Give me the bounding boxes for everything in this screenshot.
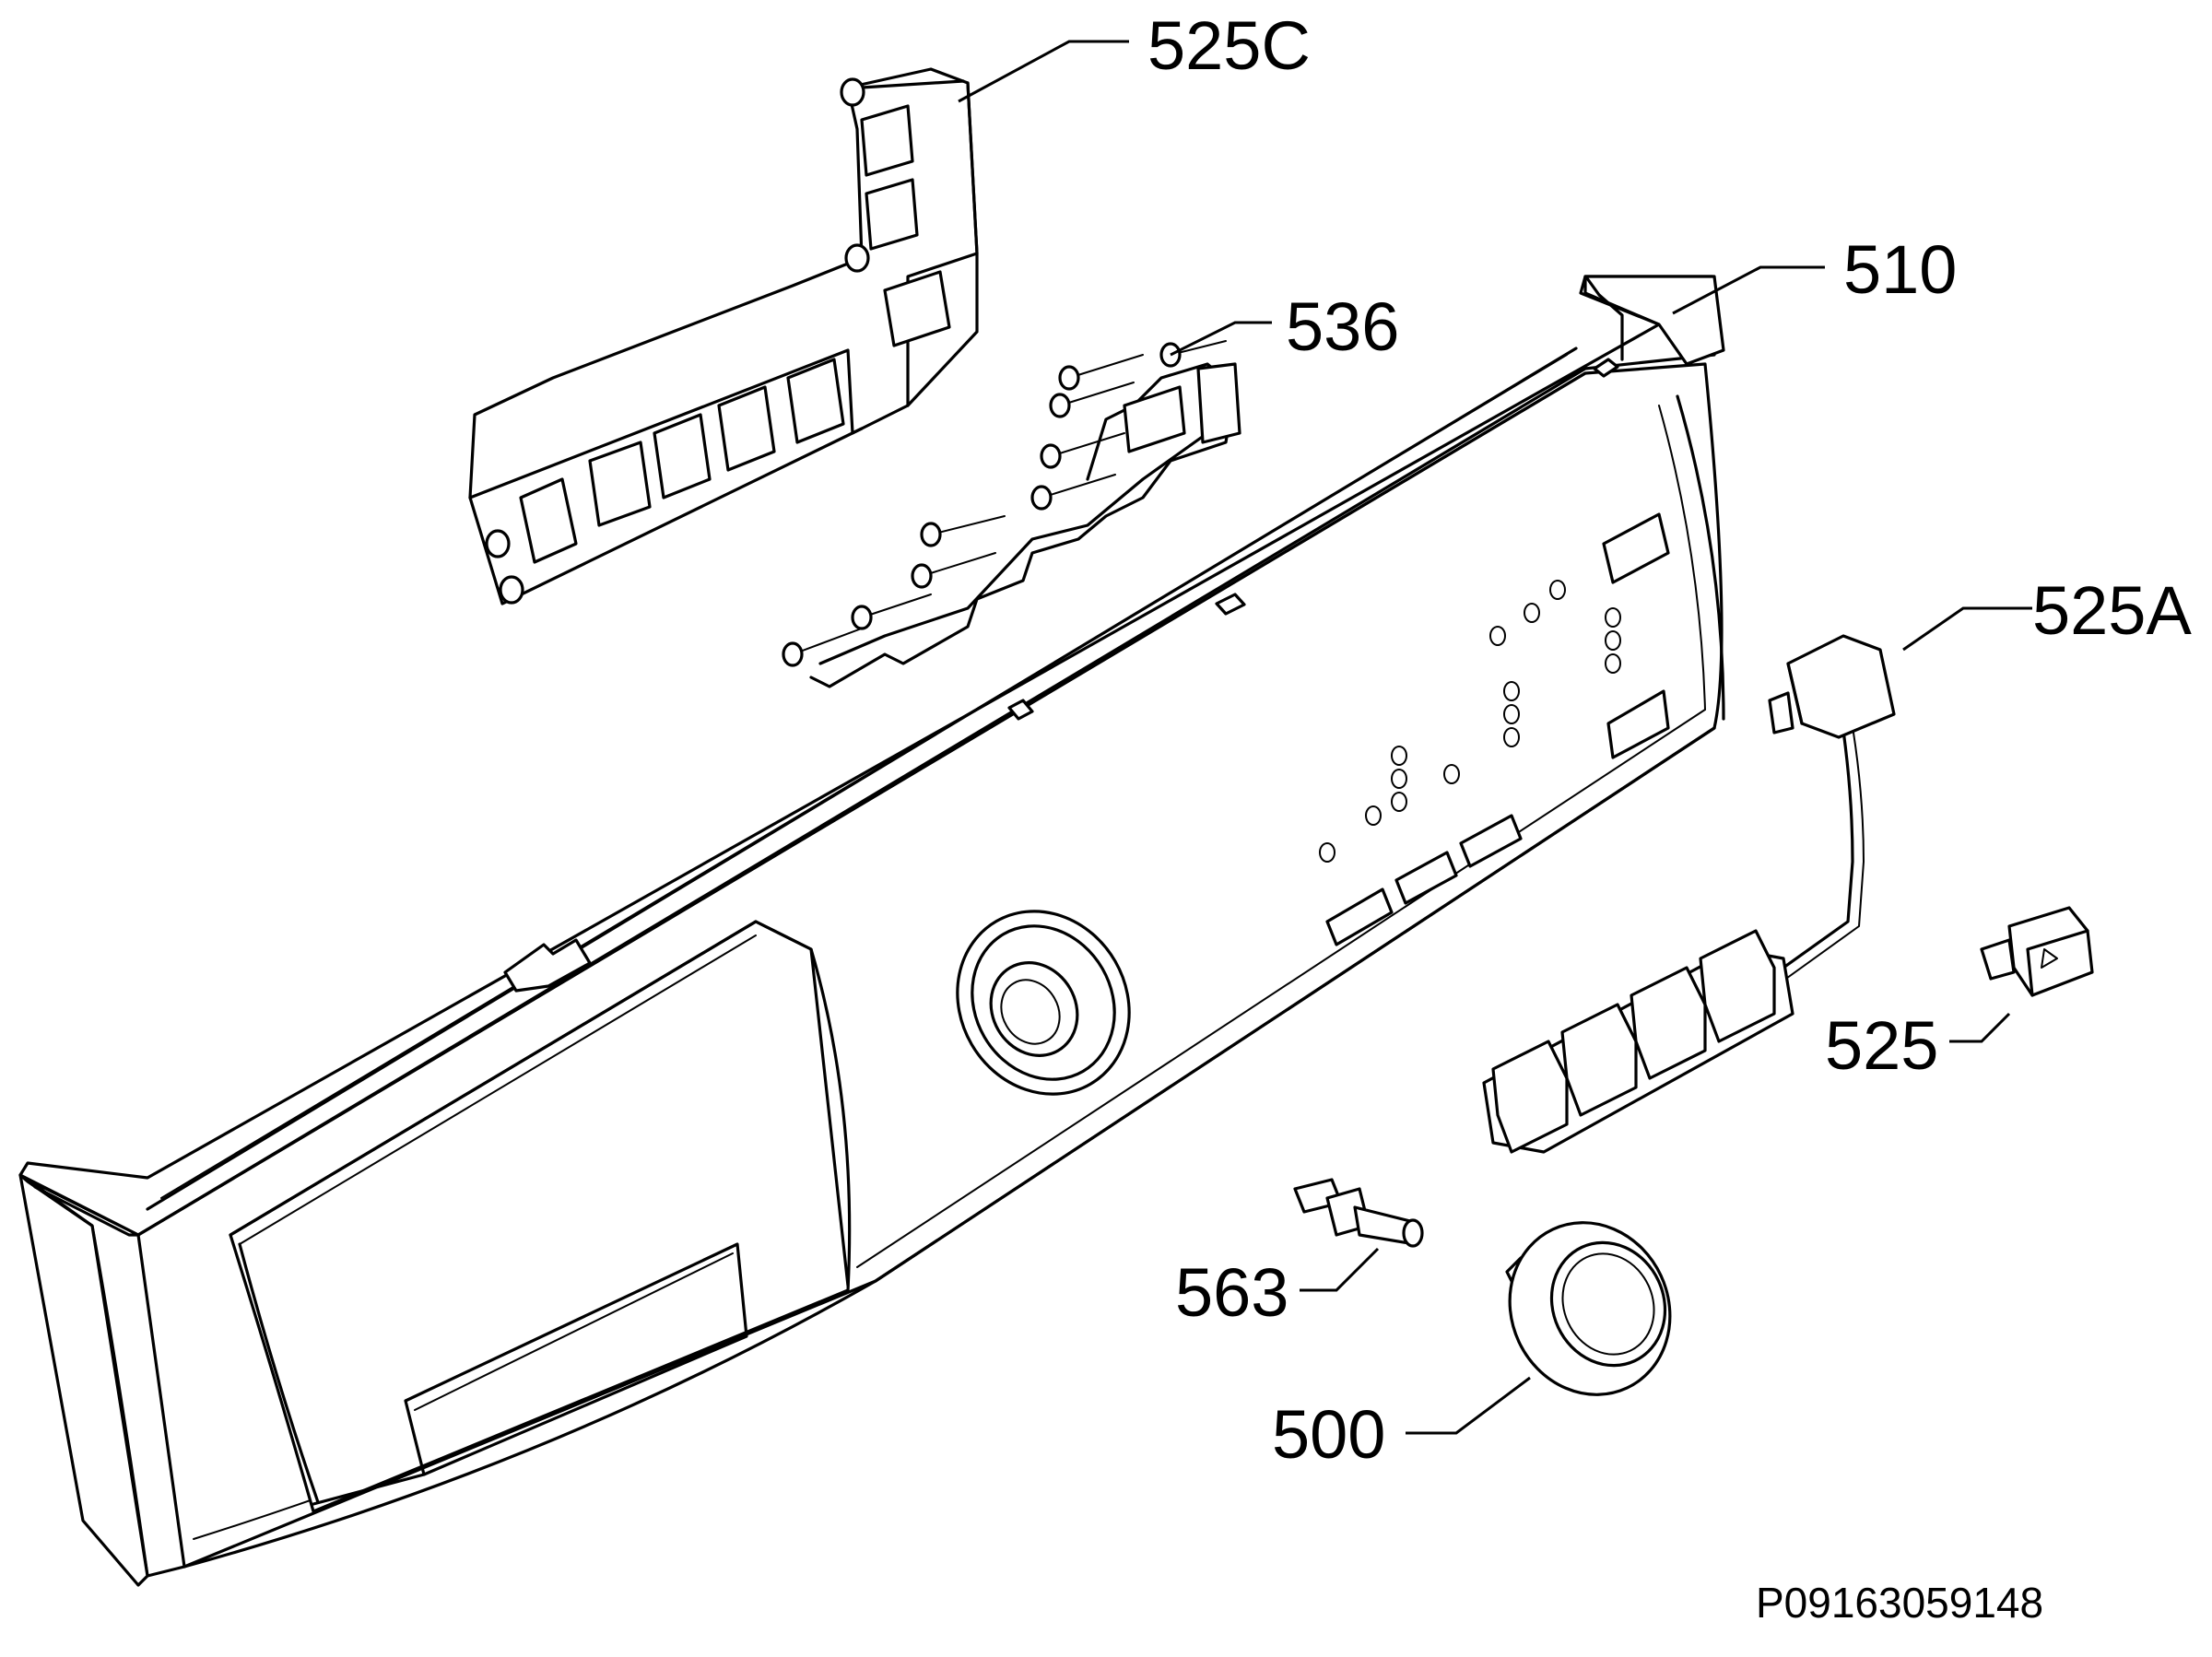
callout-labels: 525C 536 510 525A 525 563 500 P091630591… bbox=[1147, 7, 2192, 1627]
knob-bezel bbox=[956, 910, 1131, 1096]
drawer-front bbox=[229, 920, 852, 1513]
part-525a-switch-assembly bbox=[1482, 634, 1896, 1154]
callout-500: 500 bbox=[1272, 1396, 1385, 1473]
part-536-light-guide bbox=[782, 340, 1241, 688]
part-500-knob bbox=[1505, 1221, 1672, 1396]
callout-536: 536 bbox=[1286, 288, 1399, 365]
callout-525c: 525C bbox=[1147, 7, 1311, 84]
leader-lines bbox=[958, 40, 2032, 1435]
part-525c-button-frame bbox=[468, 67, 979, 605]
callout-525a: 525A bbox=[2032, 572, 2192, 649]
leader-525 bbox=[1949, 1012, 2011, 1043]
callout-510: 510 bbox=[1843, 231, 1957, 308]
panel-apertures bbox=[1319, 512, 1670, 946]
leader-510 bbox=[1672, 265, 1825, 315]
part-563-shaft bbox=[1293, 1178, 1424, 1248]
leader-525a bbox=[1902, 606, 2032, 652]
leader-536 bbox=[1170, 321, 1272, 357]
callout-525: 525 bbox=[1825, 1007, 1938, 1084]
drawing-code: P09163059148 bbox=[1756, 1579, 2043, 1627]
leader-525c bbox=[958, 40, 1129, 103]
part-525-push-button bbox=[1980, 906, 2094, 997]
callout-563: 563 bbox=[1175, 1254, 1288, 1331]
part-510-control-panel bbox=[18, 275, 1725, 1587]
leader-563 bbox=[1300, 1247, 1380, 1292]
leader-500 bbox=[1406, 1376, 1531, 1435]
